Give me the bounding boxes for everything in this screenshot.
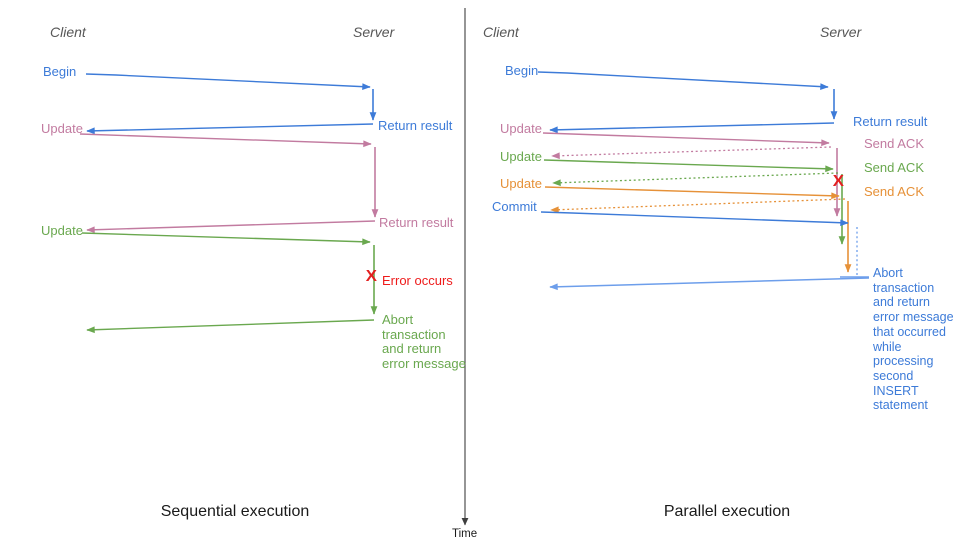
- right-update-2-request-arrow: [543, 159, 834, 173]
- left-error-label: Error occurs: [382, 273, 453, 288]
- right-client-label: Client: [483, 24, 519, 40]
- right-ack-3-dashed-arrow: [550, 198, 846, 214]
- right-ack-1-dashed-arrow: [551, 146, 832, 160]
- right-abort-note: Abort transaction and return error messa…: [873, 266, 954, 413]
- left-return-result-2-label: Return result: [379, 215, 454, 230]
- left-client-label: Client: [50, 24, 86, 40]
- right-abort-return-arrow: [549, 277, 870, 291]
- left-update-2-label: Update: [41, 223, 83, 238]
- right-commit-request-arrow: [540, 211, 849, 227]
- right-send-ack-3-label: Send ACK: [864, 184, 924, 199]
- right-update-3-label: Update: [500, 176, 542, 191]
- left-begin-label: Begin: [43, 64, 77, 79]
- left-begin-request-arrow: [85, 73, 371, 91]
- left-abort-note: Abort transaction and return error messa…: [382, 312, 466, 372]
- left-abort-return-arrow: [86, 319, 375, 334]
- left-panel-title: Sequential execution: [160, 503, 310, 520]
- right-return-result-arrow: [549, 122, 835, 134]
- right-update-3-request-arrow: [544, 186, 840, 200]
- left-update-2-request-arrow: [81, 232, 371, 246]
- right-ack-2-dashed-arrow: [552, 172, 839, 187]
- right-panel-title: Parallel execution: [663, 503, 791, 520]
- right-error-x-icon: X: [832, 173, 844, 190]
- right-begin-label: Begin: [505, 63, 539, 78]
- left-update-1-label: Update: [41, 121, 83, 136]
- time-axis-label: Time: [452, 528, 478, 540]
- right-send-ack-1-label: Send ACK: [864, 136, 924, 151]
- right-update-2-label: Update: [500, 149, 542, 164]
- right-commit-label: Commit: [492, 199, 537, 214]
- right-server-label: Server: [820, 24, 862, 40]
- left-update-1-request-arrow: [79, 133, 372, 148]
- right-return-result-label: Return result: [853, 114, 928, 129]
- left-error-x-icon: X: [365, 268, 377, 285]
- left-server-label: Server: [353, 24, 395, 40]
- right-update-1-label: Update: [500, 121, 542, 136]
- right-send-ack-2-label: Send ACK: [864, 160, 924, 175]
- right-update-1-request-arrow: [542, 132, 830, 147]
- right-begin-request-arrow: [537, 71, 829, 90]
- left-return-result-1-label: Return result: [378, 118, 453, 133]
- left-return-result-1-arrow: [86, 123, 374, 135]
- left-return-result-2-arrow: [86, 220, 376, 234]
